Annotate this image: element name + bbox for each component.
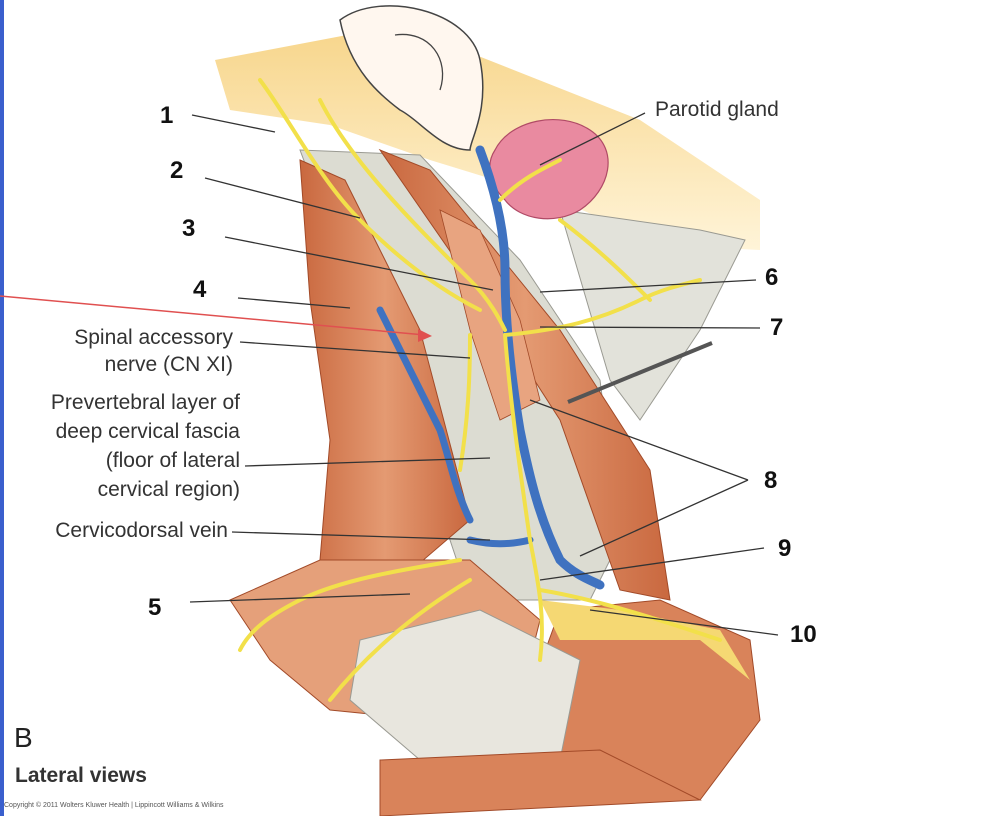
view-title: Lateral views [15,764,147,787]
callout-number-6: 6 [765,264,779,291]
spinal-accessory-nerve [458,333,472,472]
superficial-fat-band [215,25,760,250]
nerve-to-parotid [498,158,562,202]
callout-number-7: 7 [770,314,784,341]
label-prevertebral-1: Prevertebral layer of [50,391,240,414]
leader-lines [189,112,779,636]
lesser-occipital-nerve [258,78,482,312]
cervicodorsal-vein-path [466,536,534,548]
left-accent-bar [0,0,4,816]
callout-number-5: 5 [148,594,162,621]
callout-number-10: 10 [790,621,817,648]
posterior-vein [376,306,474,524]
callout-number-4: 4 [193,276,207,303]
copyright-notice: Copyright © 2011 Wolters Kluwer Health |… [4,802,224,809]
callout-number-2: 2 [170,157,184,184]
external-jugular-vein [475,145,605,590]
label-parotid-gland: Parotid gland [655,98,779,121]
supraclavicular-branch-3 [538,588,722,642]
supraclavicular-branch-1 [238,558,462,652]
label-prevertebral-2: deep cervical fascia [55,420,240,443]
fascia-right [559,209,746,421]
label-prevertebral-4: cervical region) [97,478,240,501]
pointer-arrow-line [0,295,426,336]
nerve-branches [238,78,722,702]
parotid-gland [489,119,609,220]
supraclavicular-trunk [503,333,544,662]
label-spinal-accessory-1: Spinal accessory [74,326,233,349]
callout-number-8: 8 [764,467,778,494]
callout-number-1: 1 [160,102,174,129]
subclavian-fat [540,600,750,680]
callout-number-3: 3 [182,215,196,242]
great-auricular-nerve [318,98,507,332]
callout-number-9: 9 [778,535,792,562]
panel-letter: B [14,722,33,753]
bottom-muscle [379,749,702,816]
nerve-right-branch [558,218,652,302]
ear-inner-line [394,33,444,91]
transverse-cervical-nerve [503,278,702,337]
pointer-arrow-head [418,329,432,342]
retractor-hook [567,341,713,404]
label-spinal-accessory-2: nerve (CN XI) [104,353,233,376]
label-prevertebral-3: (floor of lateral [105,449,240,472]
ear-outline [339,5,484,151]
label-cervicodorsal-vein: Cervicodorsal vein [55,519,228,542]
supraclavicular-branch-2 [328,578,472,702]
